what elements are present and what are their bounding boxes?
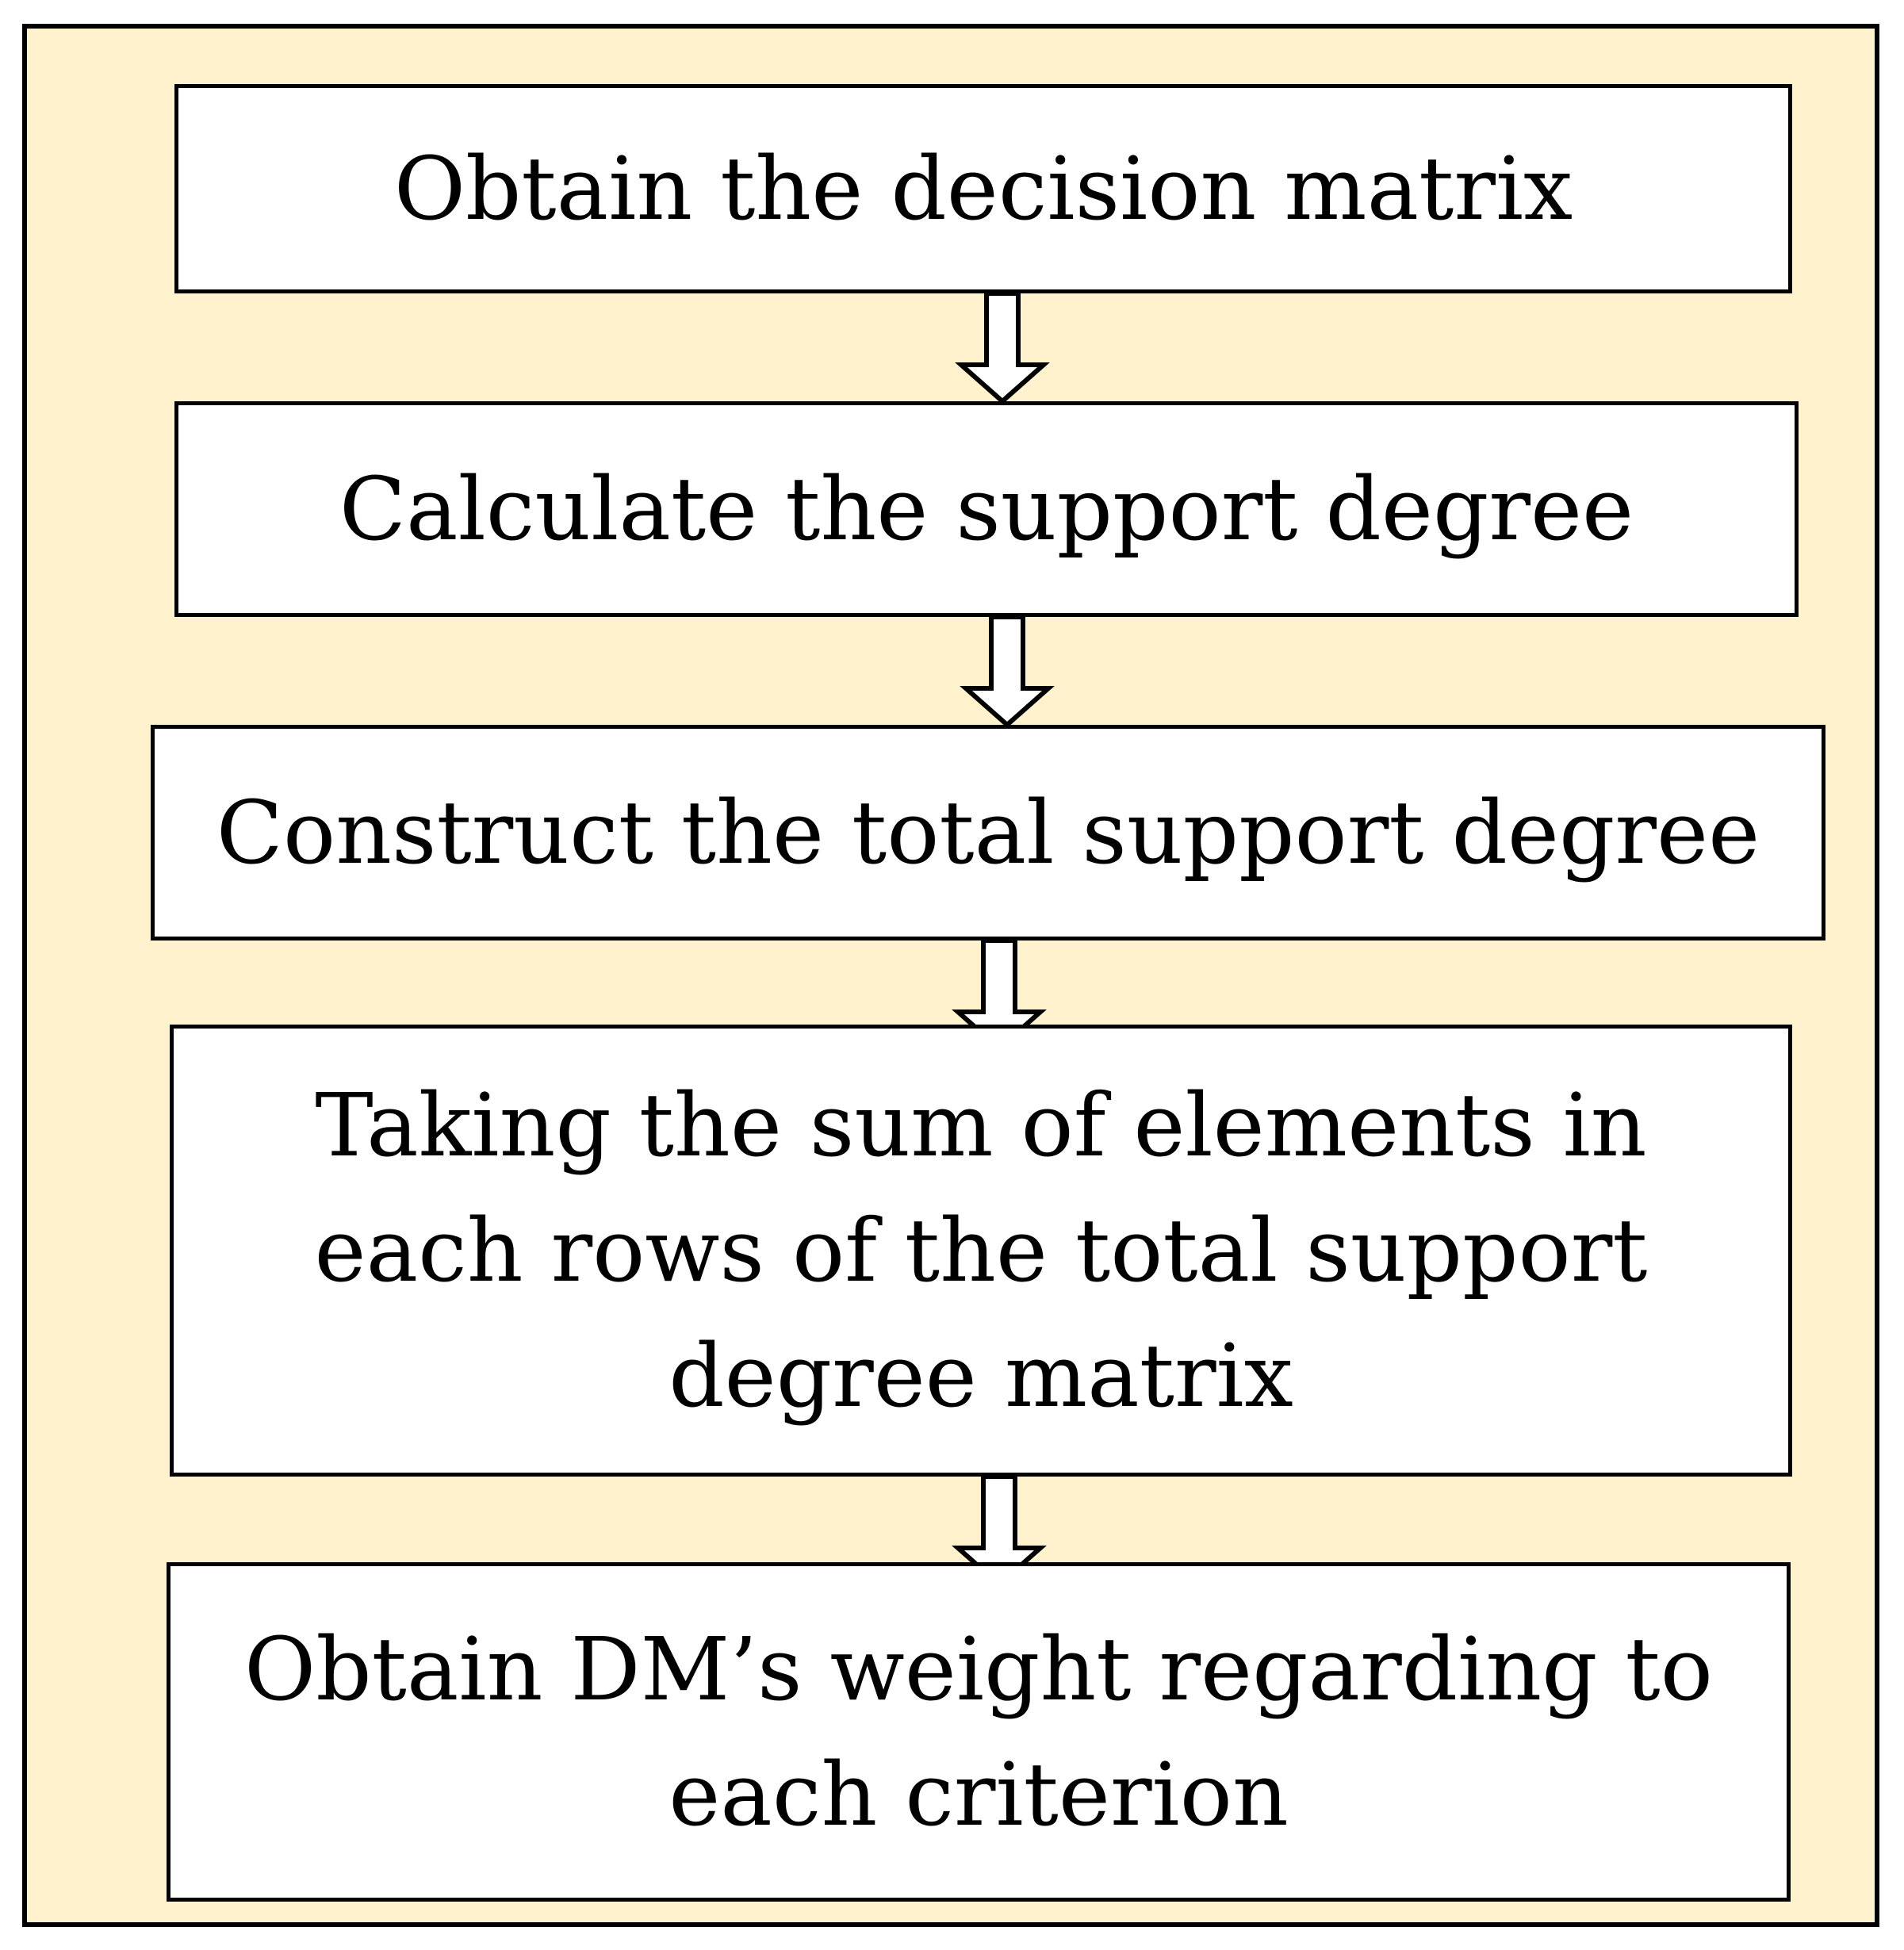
down-arrow-icon bbox=[960, 615, 1055, 729]
step-box-1: Obtain the decision matrix bbox=[174, 84, 1792, 293]
step-line: Obtain DM’s weight regarding to bbox=[244, 1619, 1713, 1720]
step-text: Taking the sum of elements in each rows … bbox=[315, 1063, 1648, 1439]
step-text: Obtain DM’s weight regarding to each cri… bbox=[244, 1607, 1713, 1857]
step-line: Calculate the support degree bbox=[339, 458, 1634, 560]
flowchart-frame: Obtain the decision matrix Calculate the… bbox=[22, 24, 1879, 1927]
step-line: each criterion bbox=[669, 1744, 1289, 1845]
step-line: each rows of the total support bbox=[314, 1200, 1648, 1301]
step-line: Construct the total support degree bbox=[216, 782, 1760, 883]
step-line: degree matrix bbox=[669, 1325, 1293, 1427]
step-text: Construct the total support degree bbox=[216, 770, 1760, 895]
step-line: Taking the sum of elements in bbox=[315, 1075, 1647, 1176]
step-box-3: Construct the total support degree bbox=[151, 725, 1825, 941]
step-box-5: Obtain DM’s weight regarding to each cri… bbox=[167, 1562, 1791, 1902]
step-box-2: Calculate the support degree bbox=[174, 401, 1799, 617]
step-text: Calculate the support degree bbox=[339, 446, 1634, 572]
step-box-4: Taking the sum of elements in each rows … bbox=[170, 1025, 1792, 1477]
step-text: Obtain the decision matrix bbox=[394, 126, 1573, 251]
step-line: Obtain the decision matrix bbox=[393, 138, 1573, 239]
down-arrow-icon bbox=[955, 291, 1050, 405]
